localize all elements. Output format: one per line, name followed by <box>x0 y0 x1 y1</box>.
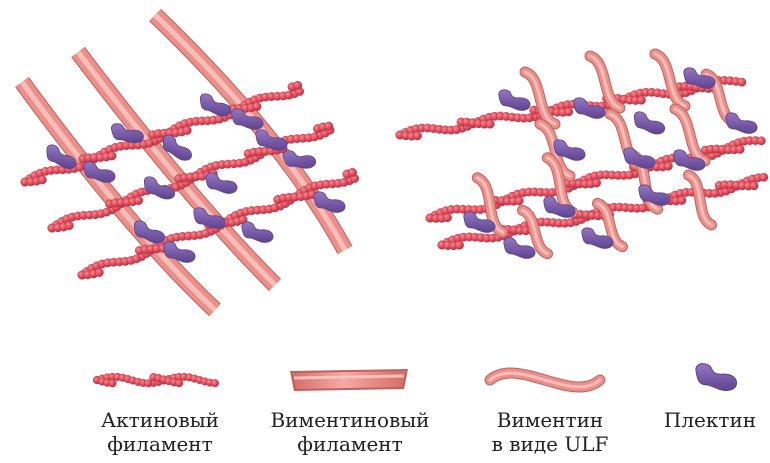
vimentin-filament-icon <box>290 369 408 391</box>
plectin <box>633 111 666 134</box>
plectin <box>574 98 605 119</box>
plectin <box>726 113 757 134</box>
actin-filament <box>93 373 219 387</box>
actin-filament-icon <box>93 373 219 387</box>
legend-icons <box>93 364 736 391</box>
legend-label-vimentin: Виментиновый филамент <box>255 408 445 456</box>
legend-vimentin-line1: Виментиновый <box>255 408 445 432</box>
legend-label-ulf: Виментин в виде ULF <box>470 408 630 456</box>
legend-ulf-line1: Виментин <box>470 408 630 432</box>
legend-ulf-line2: в виде ULF <box>470 432 630 456</box>
legend-actin-line2: филамент <box>80 432 240 456</box>
legend-label-plectin: Плектин <box>650 408 770 432</box>
plectin <box>504 238 535 259</box>
actin-ulf-network <box>396 52 768 258</box>
legend-label-actin: Актиновый филамент <box>80 408 240 456</box>
plectin <box>242 222 273 243</box>
plectin <box>206 173 237 194</box>
legend-actin-line1: Актиновый <box>80 408 240 432</box>
plectin-icon <box>696 364 737 391</box>
vimentin-ulf-icon <box>490 373 600 387</box>
plectin <box>499 90 530 111</box>
plectin <box>696 364 737 391</box>
legend-vimentin-line2: филамент <box>255 432 445 456</box>
actin-vimentin-network <box>21 15 359 310</box>
vimentin-ulf <box>685 174 715 227</box>
vimentin-ulf <box>652 52 689 108</box>
vimentin-ulf <box>490 373 600 387</box>
plectin <box>624 148 655 169</box>
legend-plectin-line1: Плектин <box>650 408 770 432</box>
